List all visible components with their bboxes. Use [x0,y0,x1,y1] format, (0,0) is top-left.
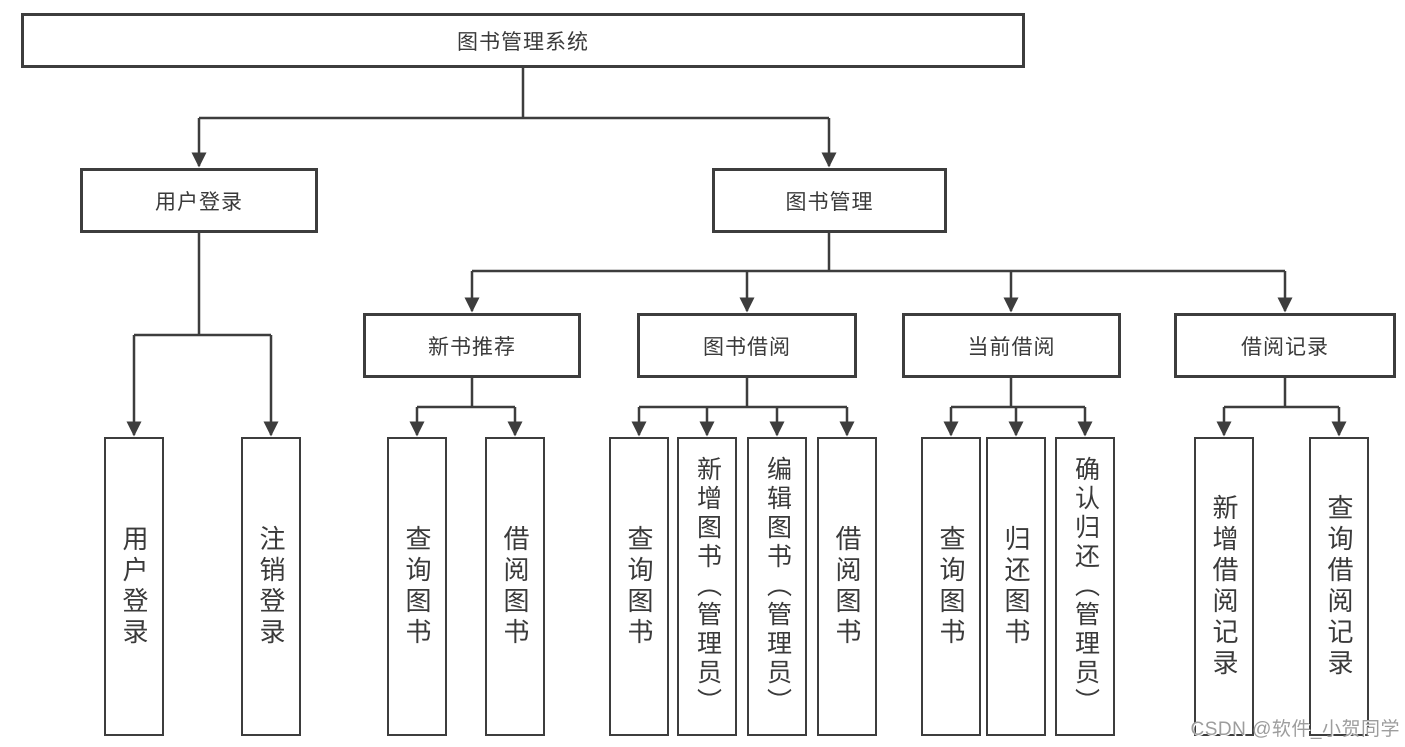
node-book-management: 图书管理 [712,168,947,233]
leaf-label: 查询图书 [624,524,654,649]
node-new-book-recommendation: 新书推荐 [363,313,581,378]
leaf-query-books-recommend: 查询图书 [387,437,447,736]
leaf-label: 新增图书（管理员） [693,456,722,717]
node-label: 当前借阅 [967,335,1056,359]
leaf-return-book: 归还图书 [986,437,1046,736]
leaf-add-book-admin: 新增图书（管理员） [677,437,737,736]
leaf-label: 编辑图书（管理员） [763,456,792,717]
node-label: 图书管理 [785,190,874,214]
leaf-query-borrow-record: 查询借阅记录 [1309,437,1369,736]
node-user-login: 用户登录 [80,168,318,233]
leaf-add-borrow-record: 新增借阅记录 [1194,437,1254,736]
leaf-query-books-borrowing: 查询图书 [609,437,669,736]
leaf-label: 用户登录 [119,524,149,649]
leaf-borrow-books-borrowing: 借阅图书 [817,437,877,736]
node-library-management-system: 图书管理系统 [21,13,1025,68]
leaf-label: 确认归还（管理员） [1071,456,1100,717]
leaf-user-login: 用户登录 [104,437,164,736]
leaf-label: 注销登录 [256,524,286,649]
csdn-watermark: CSDN @软件_小贺同学 [1190,719,1400,740]
leaf-edit-book-admin: 编辑图书（管理员） [747,437,807,736]
leaf-label: 归还图书 [1001,524,1031,649]
leaf-logout: 注销登录 [241,437,301,736]
leaf-label: 借阅图书 [500,524,530,649]
leaf-label: 查询借阅记录 [1324,493,1354,680]
leaf-borrow-books-recommend: 借阅图书 [485,437,545,736]
node-label: 图书借阅 [703,335,791,359]
leaf-label: 借阅图书 [832,524,862,649]
leaf-label: 查询图书 [936,524,966,649]
node-label: 图书管理系统 [457,30,589,54]
node-label: 借阅记录 [1241,335,1329,359]
node-current-borrowing: 当前借阅 [902,313,1121,378]
leaf-query-books-current: 查询图书 [921,437,981,736]
node-label: 新书推荐 [428,335,516,359]
node-book-borrowing: 图书借阅 [637,313,857,378]
node-label: 用户登录 [155,190,243,214]
node-borrowing-records: 借阅记录 [1174,313,1396,378]
leaf-label: 新增借阅记录 [1209,493,1239,680]
leaf-confirm-return-admin: 确认归还（管理员） [1055,437,1115,736]
leaf-label: 查询图书 [402,524,432,649]
